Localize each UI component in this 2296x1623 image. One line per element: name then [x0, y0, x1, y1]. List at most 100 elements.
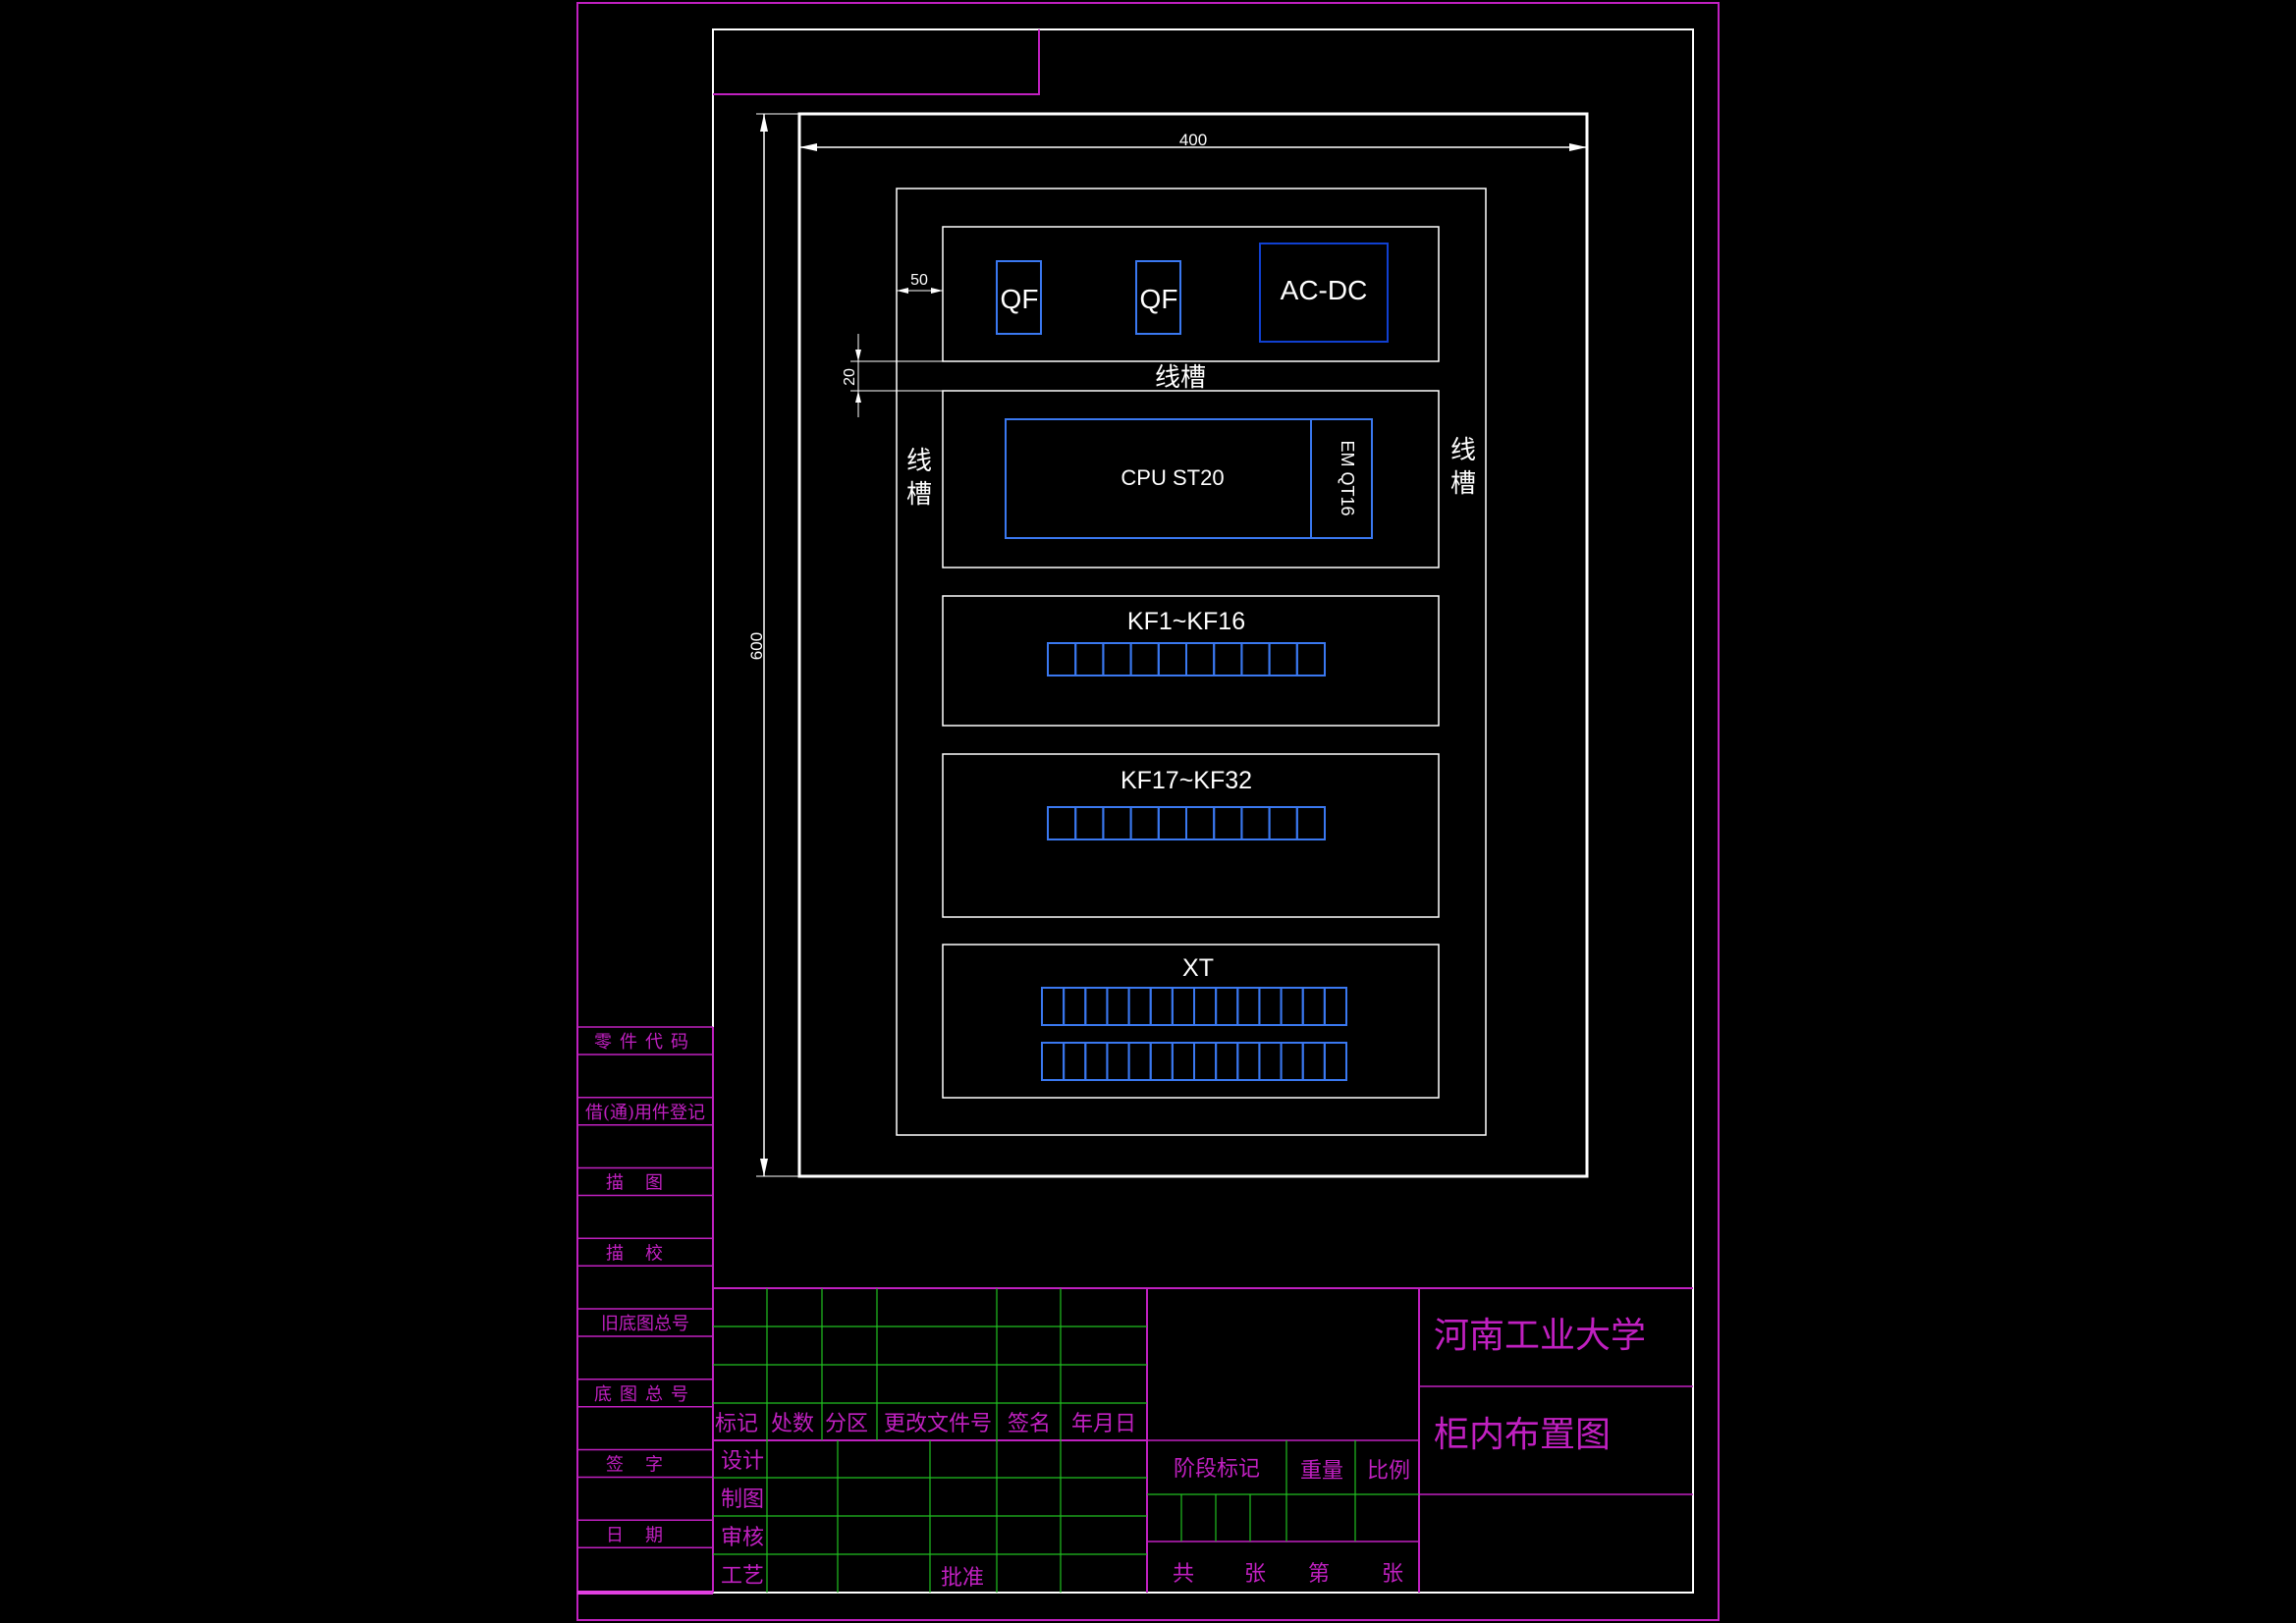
terminal-slot-3	[1084, 1042, 1109, 1081]
left-strip-label-8: 日期	[606, 1525, 684, 1545]
duct-right-label-2: 槽	[1450, 468, 1476, 498]
terminal-slot-9	[1215, 987, 1239, 1026]
relay-slot-5	[1157, 642, 1188, 676]
terminal-slot-9	[1215, 1042, 1239, 1081]
title-block: 标记 处数 分区 更改文件号 签名 年月日 设计 制图 审核 工艺 批准 阶段标…	[713, 1287, 1693, 1593]
hdr-mark: 标记	[715, 1412, 758, 1436]
hdr-count: 处数	[771, 1412, 814, 1436]
relay-slot-6	[1185, 642, 1216, 676]
left-strip-label-2: 借(通)用件登记	[585, 1103, 705, 1123]
left-strip-label-5: 旧底图总号	[601, 1314, 689, 1334]
relay-slot-6	[1185, 806, 1216, 840]
width-dimension: 400	[799, 131, 1587, 151]
role-review: 审核	[721, 1526, 764, 1550]
terminal-slot-6	[1149, 987, 1174, 1026]
code-box	[713, 29, 1040, 95]
duct-gap-label: 20	[842, 368, 858, 386]
duct-top-label: 线槽	[1155, 362, 1206, 392]
relay-slot-7	[1213, 806, 1243, 840]
terminal-slot-14	[1323, 1042, 1348, 1081]
cpu-label: CPU ST20	[1121, 465, 1224, 490]
height-label: 600	[747, 632, 766, 660]
duct-right-label-1: 线	[1450, 435, 1476, 464]
sheet-border	[576, 2, 1720, 1621]
sheet-no-label: 第	[1308, 1562, 1330, 1587]
relay-slot-10	[1295, 642, 1327, 676]
relay-slot-3	[1102, 642, 1132, 676]
height-dimension: 600	[747, 113, 799, 1177]
role-drafting: 制图	[721, 1488, 764, 1512]
terminal-slot-14	[1323, 987, 1348, 1026]
terminal-slot-4	[1106, 987, 1130, 1026]
qf-label-1: QF	[1001, 284, 1039, 314]
relay-slot-5	[1157, 806, 1188, 840]
relay-slot-4	[1129, 806, 1160, 840]
relay-slot-1	[1047, 642, 1077, 676]
terminal-strip-2	[1041, 1042, 1348, 1081]
relay-slot-7	[1213, 642, 1243, 676]
left-strip-label-3: 描图	[606, 1173, 684, 1194]
terminal-slot-10	[1236, 987, 1261, 1026]
terminal-slot-2	[1063, 1042, 1087, 1081]
weight-label: 重量	[1300, 1459, 1343, 1484]
cpu-module	[1005, 418, 1373, 539]
sheets-label: 张	[1244, 1562, 1266, 1587]
terminal-slot-4	[1106, 1042, 1130, 1081]
left-strip-label-7: 签字	[606, 1455, 684, 1476]
total-label: 共	[1173, 1562, 1194, 1587]
role-design: 设计	[721, 1449, 764, 1474]
relay-slot-8	[1240, 806, 1271, 840]
drawing-frame	[712, 28, 1694, 1594]
hdr-date: 年月日	[1071, 1412, 1136, 1436]
terminal-slot-10	[1236, 1042, 1261, 1081]
terminal-slot-12	[1280, 1042, 1304, 1081]
em-label: EM QT16	[1338, 440, 1357, 515]
duct-row-power	[942, 226, 1440, 362]
hdr-doc-no: 更改文件号	[884, 1412, 992, 1436]
terminal-slot-13	[1301, 987, 1326, 1026]
terminal-slot-1	[1041, 1042, 1066, 1081]
institution-name: 河南工业大学	[1434, 1316, 1646, 1356]
scale-label: 比例	[1367, 1459, 1410, 1484]
terminal-slot-13	[1301, 1042, 1326, 1081]
terminal-slot-7	[1171, 987, 1196, 1026]
qf-breaker-1	[996, 260, 1042, 335]
terminal-slot-8	[1193, 987, 1218, 1026]
sheets2-label: 张	[1382, 1562, 1403, 1587]
xt-label: XT	[1182, 954, 1214, 982]
mounting-plate	[896, 188, 1487, 1136]
duct-gap-dimension: 20	[842, 334, 943, 417]
edge-gap-dimension: 50	[897, 272, 943, 294]
duct-row-relays-1	[942, 595, 1440, 727]
duct-row-terminals	[942, 944, 1440, 1099]
terminal-slot-6	[1149, 1042, 1174, 1081]
hdr-sign: 签名	[1008, 1412, 1051, 1436]
relay-slot-8	[1240, 642, 1271, 676]
kf-row1-label: KF1~KF16	[1127, 608, 1245, 635]
width-label: 400	[1179, 131, 1207, 149]
role-process: 工艺	[721, 1564, 764, 1589]
acdc-label: AC-DC	[1281, 275, 1368, 305]
terminal-slot-5	[1127, 1042, 1152, 1081]
qf-breaker-2	[1135, 260, 1181, 335]
role-approve: 批准	[941, 1566, 984, 1591]
relay-strip-2	[1047, 806, 1327, 840]
duct-row-plc	[942, 390, 1440, 568]
qf-label-2: QF	[1140, 284, 1178, 314]
stage-mark-label: 阶段标记	[1174, 1457, 1260, 1482]
left-strip-label-4: 描校	[606, 1243, 684, 1264]
relay-slot-10	[1295, 806, 1327, 840]
hdr-zone: 分区	[825, 1412, 868, 1436]
cabinet-outline	[797, 112, 1589, 1178]
acdc-module	[1259, 243, 1389, 343]
duct-left-label-1: 线	[906, 446, 932, 475]
relay-slot-4	[1129, 642, 1160, 676]
terminal-slot-2	[1063, 987, 1087, 1026]
relay-slot-9	[1268, 806, 1298, 840]
relay-slot-3	[1102, 806, 1132, 840]
terminal-slot-11	[1258, 987, 1283, 1026]
terminal-slot-5	[1127, 987, 1152, 1026]
terminal-slot-8	[1193, 1042, 1218, 1081]
